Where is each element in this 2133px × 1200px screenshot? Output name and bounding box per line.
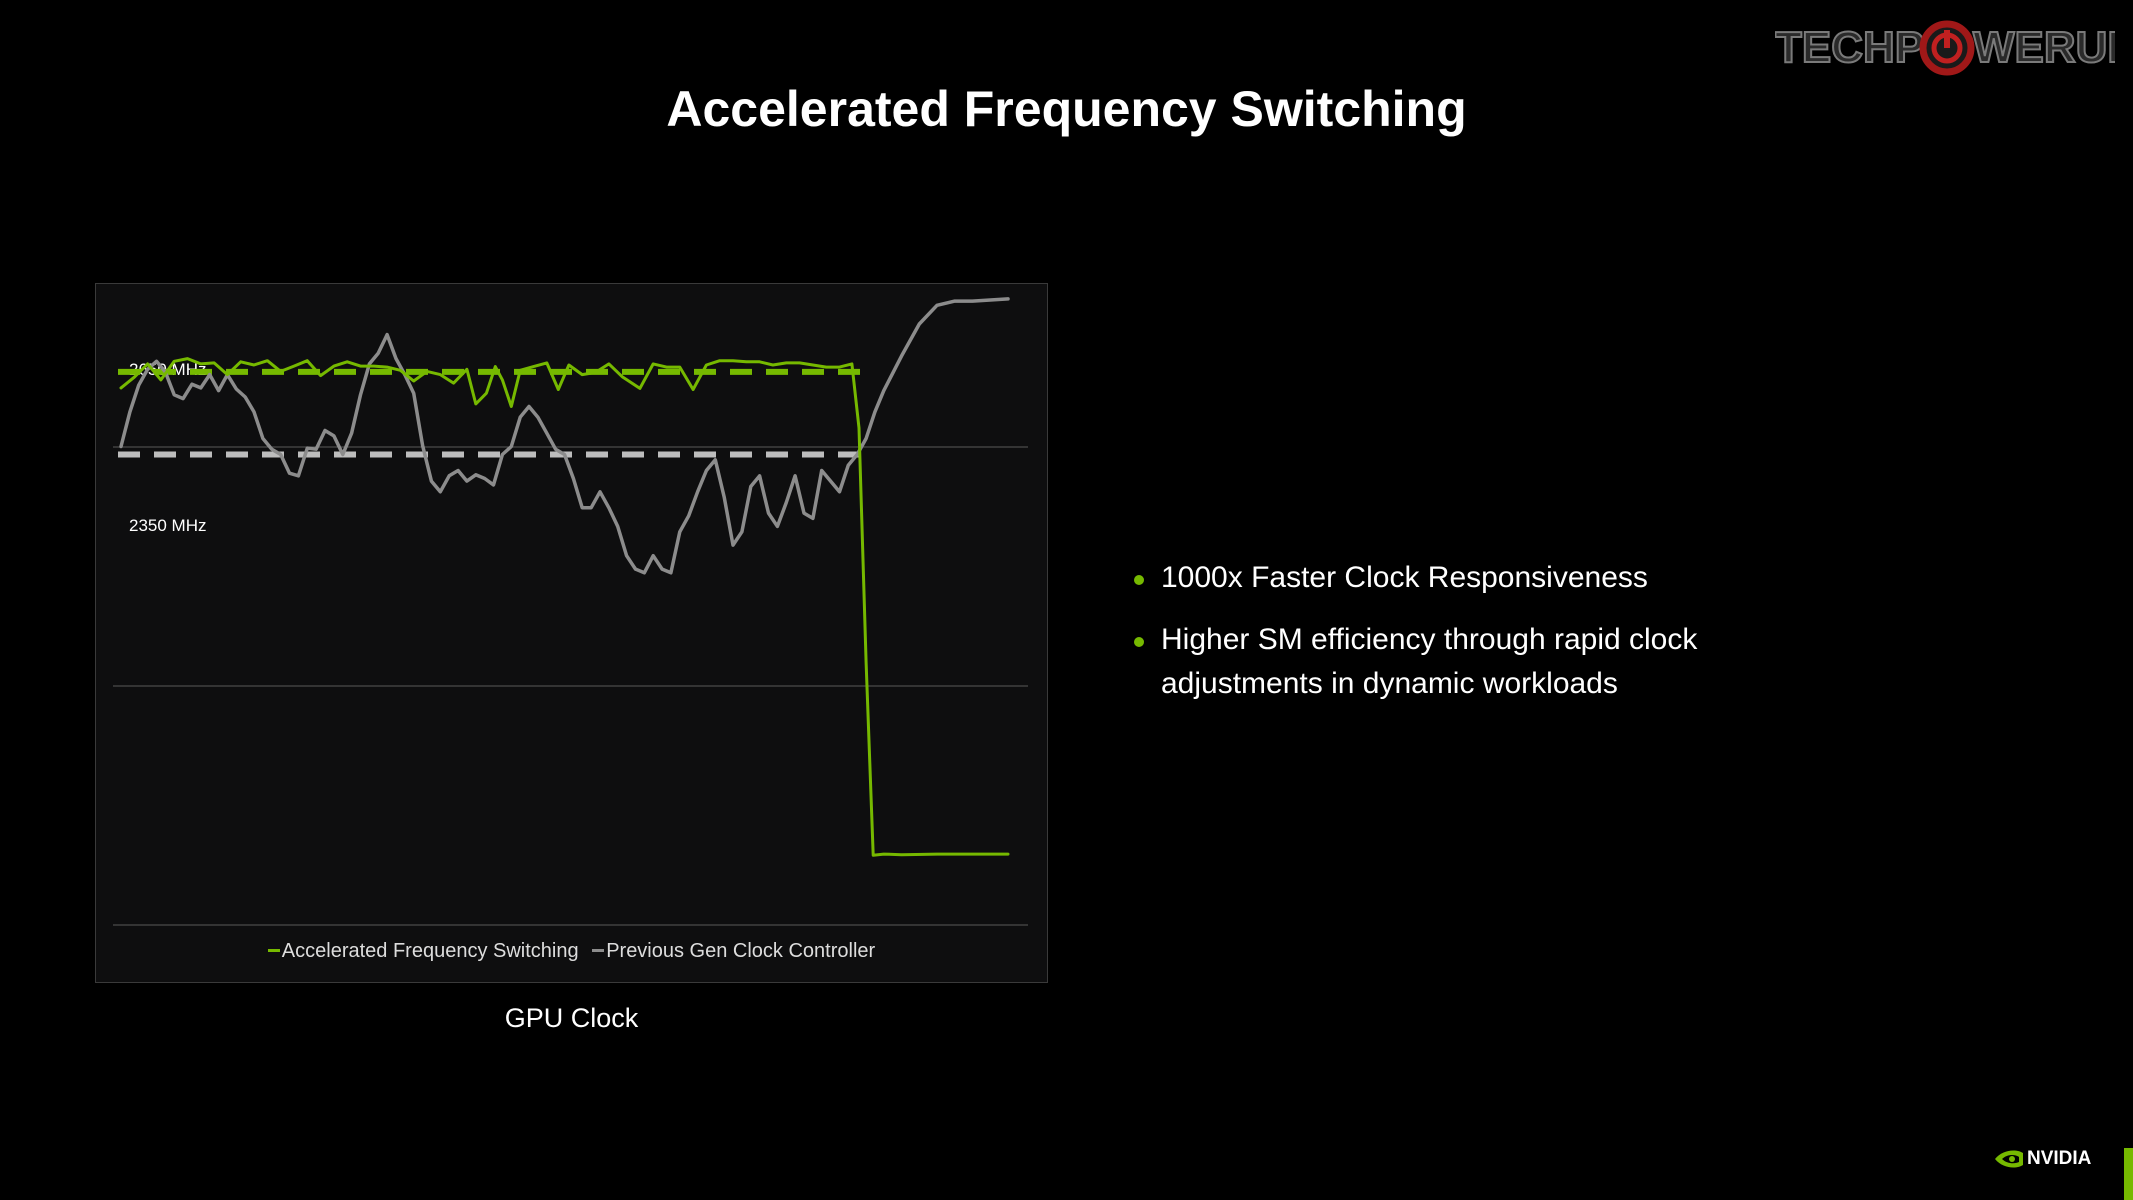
corner-accent [2124, 1148, 2133, 1200]
nvidia-logo [1995, 1150, 2023, 1168]
nvidia-eye-icon [1995, 1150, 2023, 1168]
watermark-logo: TECHP WERUP [1775, 20, 2115, 76]
bullet-text: 1000x Faster Clock Responsiveness [1161, 561, 1648, 594]
legend-item-prev-gen: Previous Gen Clock Controller [592, 940, 875, 963]
chart-caption: GPU Clock [504, 1003, 639, 1033]
svg-text:WERUP: WERUP [1973, 23, 2115, 72]
slide-title: Accelerated Frequency Switching [666, 81, 1467, 137]
svg-text:TECHP: TECHP [1775, 23, 1924, 72]
legend-swatch-afs [267, 949, 280, 953]
bullet-item: 1000x Faster Clock Responsiveness [1132, 556, 1752, 600]
chart-legend: Accelerated Frequency Switching Previous… [96, 940, 1047, 963]
legend-item-afs: Accelerated Frequency Switching [267, 940, 579, 963]
annotation-label: 2350 MHz [129, 516, 206, 535]
brand-name: NVIDIA [2027, 1148, 2092, 1169]
legend-label-prev-gen: Previous Gen Clock Controller [606, 940, 876, 962]
bullet-list: 1000x Faster Clock Responsiveness Higher… [1132, 556, 1752, 724]
chart-panel: 2650 MHz2350 MHz Accelerated Frequency S… [95, 283, 1048, 983]
bullet-dot-icon [1134, 575, 1144, 585]
legend-swatch-prev-gen [592, 949, 605, 953]
gpu-clock-chart: 2650 MHz2350 MHz [113, 297, 1028, 926]
bullet-item: Higher SM efficiency through rapid clock… [1132, 618, 1752, 706]
power-button-icon [1919, 20, 1975, 76]
series-line-afs [119, 357, 1010, 857]
bullet-dot-icon [1134, 637, 1144, 647]
series-line-prev-gen [119, 297, 1010, 575]
legend-label-afs: Accelerated Frequency Switching [281, 940, 579, 962]
bullet-text: Higher SM efficiency through rapid clock… [1161, 623, 1698, 700]
